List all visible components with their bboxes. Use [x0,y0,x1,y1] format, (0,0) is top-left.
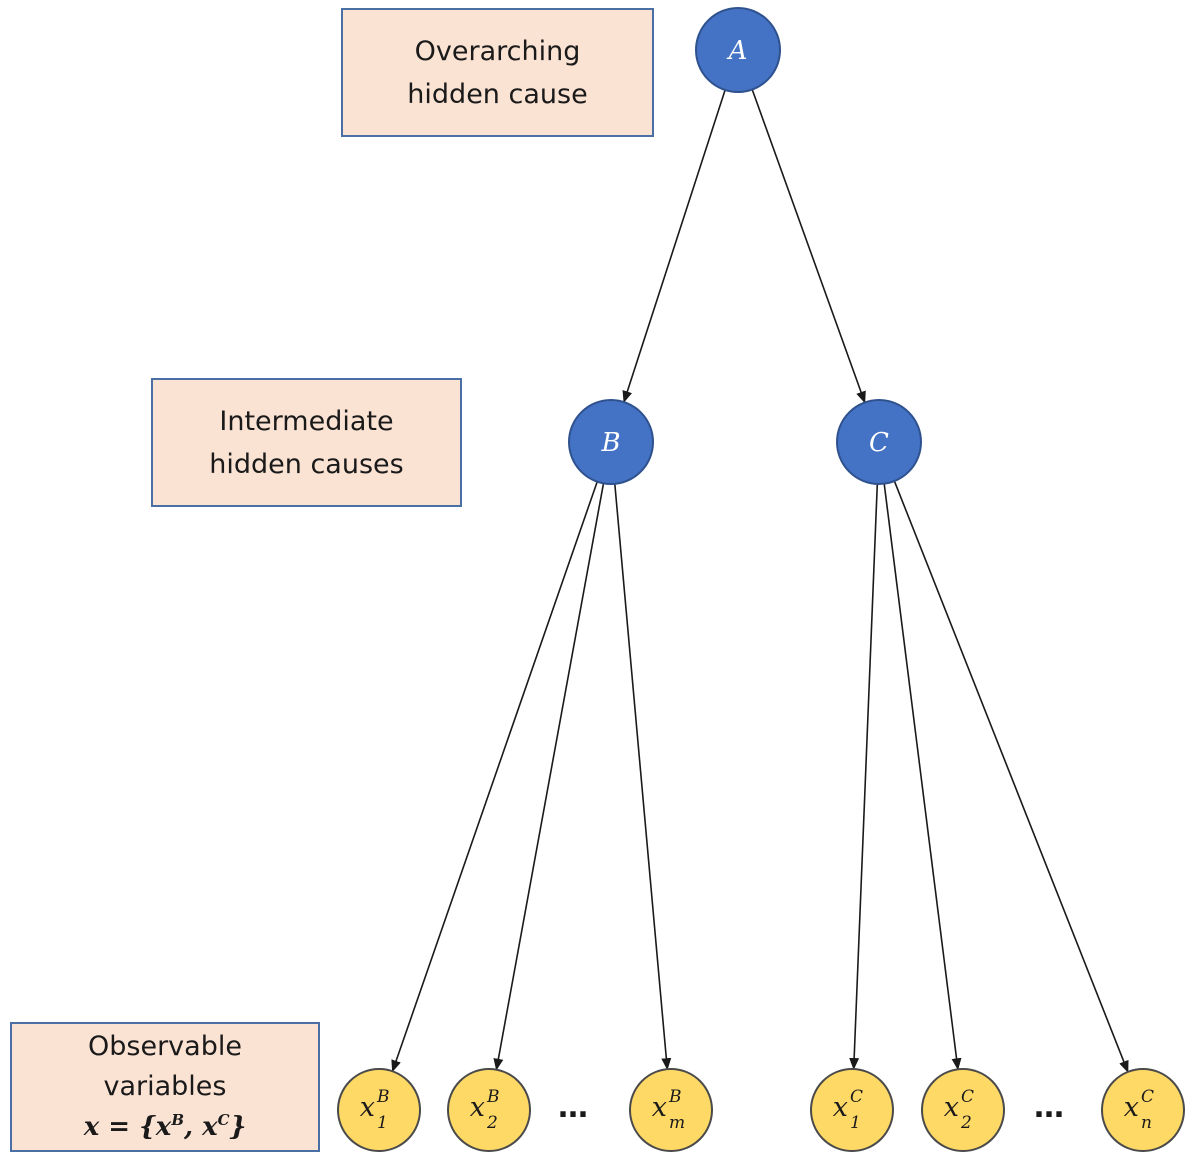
overarching-label-line2: hidden cause [407,78,588,110]
node-sub-xCn: n [1141,1113,1152,1133]
edge-A-to-C [751,89,866,404]
formula-sup-b: B [171,1111,184,1129]
node-circle-B [568,399,654,485]
node-sup-xCn: C [1141,1087,1154,1107]
edge-B-to-xBm [614,483,672,1071]
ellipsis-left: … [558,1090,588,1125]
node-sub-xB1: 1 [377,1113,388,1133]
node-sub-xC1: 1 [850,1113,861,1133]
ellipsis-right: … [1034,1090,1064,1125]
formula-end: } [229,1112,247,1142]
intermediate-label-line1: Intermediate [219,405,394,437]
node-main-xC1: x [833,1092,848,1123]
edge-B-to-xB1 [391,481,598,1073]
node-main-xBm: x [652,1092,667,1123]
overarching-cause-label-box: Overarching hidden cause [341,8,654,137]
node-sub-xB2: 2 [486,1113,498,1133]
node-sup-xB2: B [486,1087,500,1107]
node-circle-xB2 [447,1068,531,1152]
node-label-C: C [869,428,889,458]
observable-label-line1: Observable [88,1031,242,1062]
node-sub-xC2: 2 [960,1113,972,1133]
intermediate-causes-label-box: Intermediate hidden causes [151,378,462,507]
node-sub-xBm: m [669,1113,685,1133]
observable-variables-label-box: Observable variables x = {xB, xC} [10,1022,320,1152]
edge-C-to-xCn [893,480,1129,1073]
node-circle-A [695,7,781,93]
node-circle-xCn [1101,1068,1185,1152]
edge-B-to-xB2 [493,483,605,1071]
observable-formula: x = {xB, xC} [84,1107,247,1147]
node-sup-xBm: B [668,1087,682,1107]
node-circle-xB1 [337,1068,421,1152]
node-B: B [568,399,654,485]
node-sup-xB1: B [376,1087,390,1107]
formula-lhs: x = {x [83,1112,172,1142]
node-label-A: A [727,36,748,66]
node-C: C [836,399,922,485]
formula-mid: , x [184,1112,218,1142]
intermediate-label-line2: hidden causes [209,448,404,480]
formula-sup-c: C [217,1111,230,1129]
node-A: A [695,7,781,93]
node-circle-xC1 [810,1068,894,1152]
node-main-xCn: x [1124,1092,1139,1123]
node-main-xB1: x [360,1092,375,1123]
node-circle-C [836,399,922,485]
node-main-xB2: x [470,1092,485,1123]
edge-C-to-xC2 [883,483,962,1071]
node-sup-xC1: C [850,1087,863,1107]
edge-C-to-xC1 [849,483,879,1070]
observable-label-line2: variables [103,1071,227,1102]
overarching-label-line1: Overarching [414,35,581,67]
node-main-xC2: x [944,1092,959,1123]
edge-A-to-B [622,89,726,403]
node-label-B: B [600,428,620,458]
node-sup-xC2: C [961,1087,974,1107]
edges-layer [391,89,1129,1073]
node-circle-xC2 [921,1068,1005,1152]
node-circle-xBm [629,1068,713,1152]
